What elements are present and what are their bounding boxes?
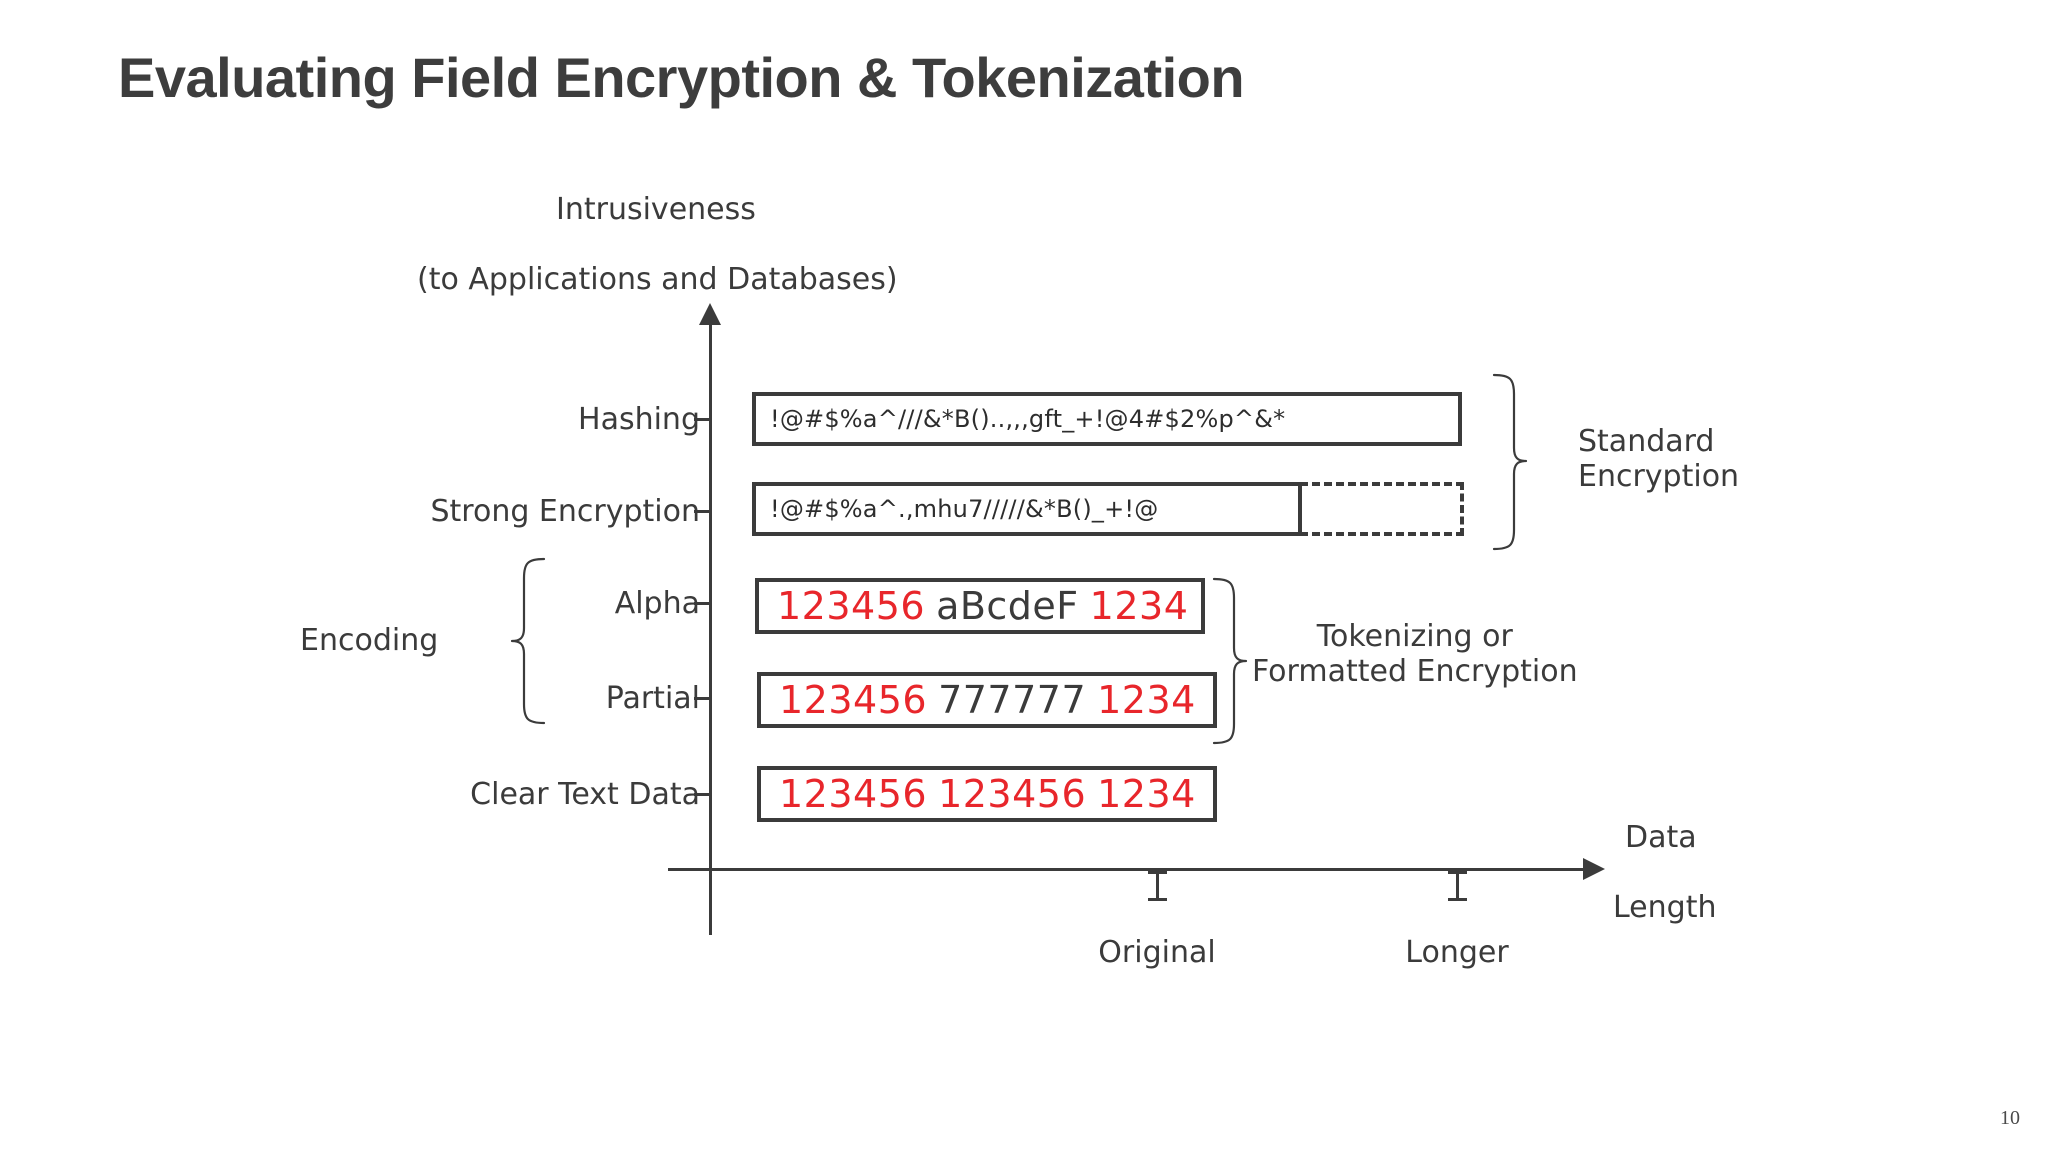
x-tick-label-longer: Longer xyxy=(1405,935,1509,970)
value-box-hashing: !@#$%a^///&*B()..,,,gft_+!@4#$2%p^&* xyxy=(752,392,1462,446)
x-axis-arrow-icon xyxy=(1583,858,1605,880)
brace-standard-encryption xyxy=(1492,373,1528,551)
group-label-tokenizing-line2: Formatted Encryption xyxy=(1252,653,1578,689)
value-segment-suffix: 1234 xyxy=(1089,584,1189,628)
x-tick-cap-original-bottom xyxy=(1148,898,1167,901)
group-label-tokenizing: Tokenizing or Formatted Encryption xyxy=(1252,619,1578,689)
group-label-standard-encryption-line2: Encryption xyxy=(1578,458,1740,494)
row-label-alpha: Alpha xyxy=(614,586,700,621)
x-axis-title-line2: Length xyxy=(1613,890,1717,925)
group-label-standard-encryption: Standard Encryption xyxy=(1578,424,1740,494)
row-label-clear-text-data: Clear Text Data xyxy=(470,777,700,812)
value-segment-middle: 123456 xyxy=(938,772,1087,816)
y-tick-hashing xyxy=(694,418,710,421)
value-box-strong-encryption: !@#$%a^.,mhu7/////&*B()_+!@ xyxy=(752,482,1302,536)
x-axis-line xyxy=(668,868,1588,871)
value-segment-middle: 777777 xyxy=(938,678,1087,722)
y-tick-strong-encryption xyxy=(694,510,710,513)
x-tick-cap-longer-top xyxy=(1448,871,1467,874)
page-title: Evaluating Field Encryption & Tokenizati… xyxy=(118,46,1245,109)
row-label-partial: Partial xyxy=(605,681,700,716)
y-tick-alpha xyxy=(694,602,710,605)
y-tick-partial xyxy=(694,697,710,700)
y-axis-line xyxy=(709,320,712,935)
y-axis-subtitle: (to Applications and Databases) xyxy=(417,262,898,297)
value-segment-prefix: 123456 xyxy=(779,678,928,722)
row-label-strong-encryption: Strong Encryption xyxy=(430,494,701,529)
group-label-tokenizing-line1: Tokenizing or xyxy=(1316,619,1513,654)
y-tick-clear-text-data xyxy=(694,793,710,796)
value-segment-prefix: 123456 xyxy=(777,584,926,628)
value-segment-suffix: 1234 xyxy=(1097,678,1196,722)
x-tick-mark-longer xyxy=(1456,871,1459,901)
group-label-encoding: Encoding xyxy=(300,623,439,658)
value-segment-prefix: 123456 xyxy=(779,772,928,816)
x-tick-cap-original-top xyxy=(1148,871,1167,874)
value-text-hashing: !@#$%a^///&*B()..,,,gft_+!@4#$2%p^&* xyxy=(770,405,1286,433)
x-axis-title-line1: Data xyxy=(1625,820,1697,855)
x-tick-label-original: Original xyxy=(1098,935,1216,970)
value-segment-middle: aBcdeF xyxy=(936,584,1079,628)
value-text-strong-encryption: !@#$%a^.,mhu7/////&*B()_+!@ xyxy=(770,495,1159,523)
group-label-standard-encryption-line1: Standard xyxy=(1578,424,1715,459)
y-axis-arrow-icon xyxy=(699,303,721,325)
y-axis-title: Intrusiveness xyxy=(556,192,756,227)
page-number: 10 xyxy=(2000,1107,2020,1129)
x-tick-cap-longer-bottom xyxy=(1448,898,1467,901)
brace-tokenizing xyxy=(1212,577,1248,745)
brace-encoding xyxy=(510,557,546,725)
x-tick-mark-original xyxy=(1156,871,1159,901)
value-segment-suffix: 1234 xyxy=(1097,772,1196,816)
value-box-strong-encryption-dashed-extension xyxy=(1288,482,1464,536)
row-label-hashing: Hashing xyxy=(578,402,700,437)
